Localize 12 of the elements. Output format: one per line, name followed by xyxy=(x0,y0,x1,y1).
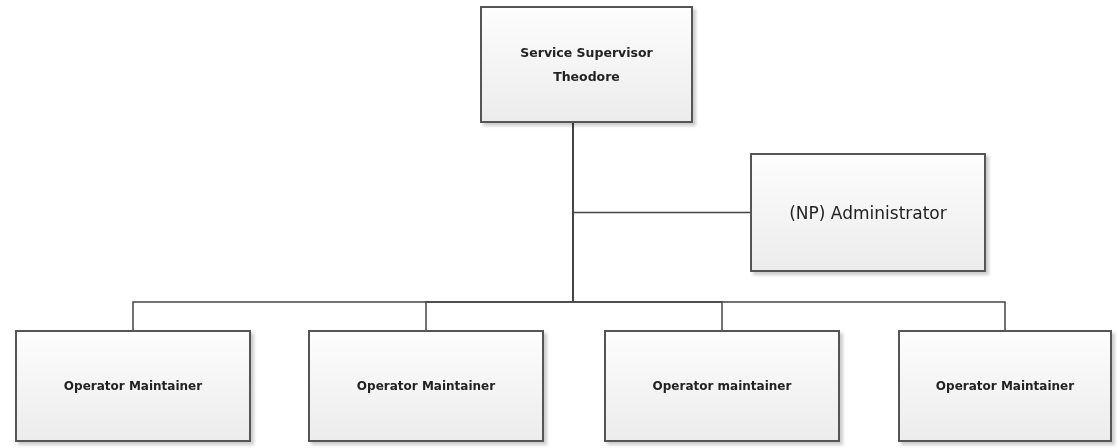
role-box xyxy=(750,153,986,272)
role-title: Operator Maintainer xyxy=(63,379,203,393)
role-title: Operator Maintainer xyxy=(935,379,1075,393)
role-title: Operator maintainer xyxy=(652,379,792,393)
role-box xyxy=(308,330,544,442)
role-box xyxy=(604,330,840,442)
role-title: Operator Maintainer xyxy=(356,379,496,393)
role-box xyxy=(898,330,1112,442)
role-box xyxy=(480,6,693,123)
role-title: (NP) Administrator xyxy=(789,202,947,223)
role-box xyxy=(15,330,251,442)
role-title: Service Supervisor Theodore xyxy=(519,43,654,86)
